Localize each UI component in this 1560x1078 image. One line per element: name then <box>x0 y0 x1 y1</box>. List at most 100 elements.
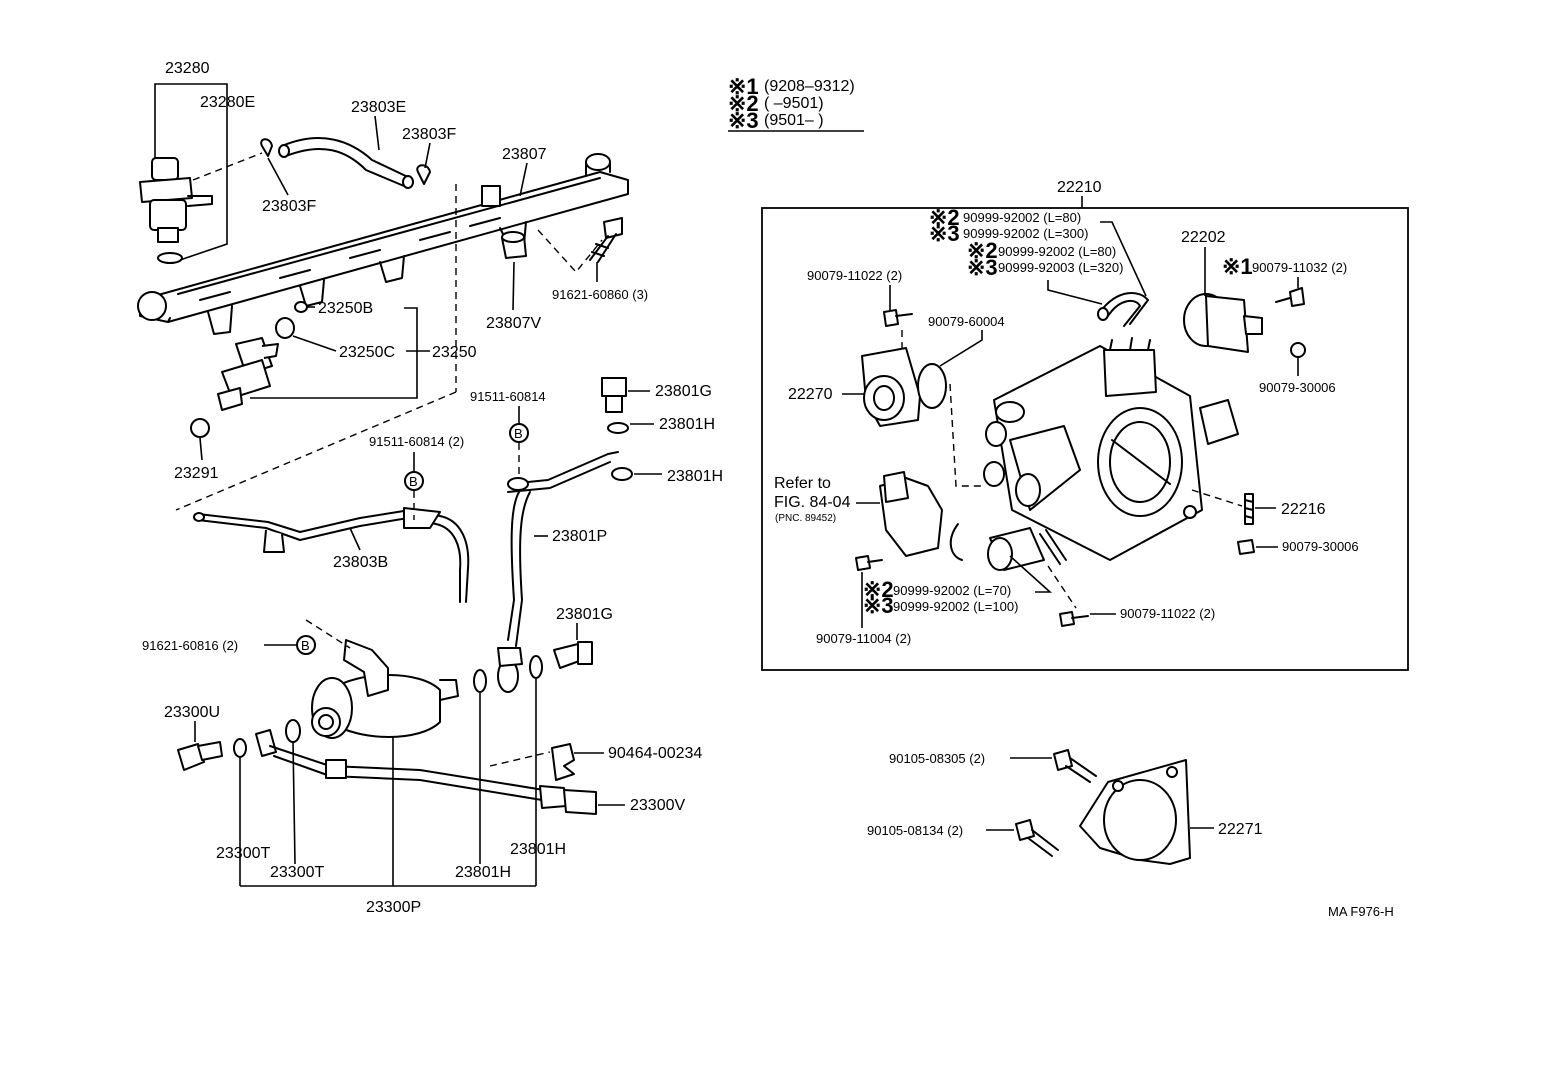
label-90079-60004: 90079-60004 <box>928 314 1005 329</box>
switch-ref-84-04-drawing <box>879 471 963 561</box>
sensor-22270-drawing <box>861 347 947 427</box>
bolt-23300U-drawing <box>177 719 301 771</box>
hose-90999-drawing <box>1097 291 1149 327</box>
label-90079-11032: 90079-11032 (2) <box>1252 260 1347 275</box>
label-23300T-a: 23300T <box>216 845 270 862</box>
label-22271: 22271 <box>1218 821 1263 838</box>
label-90999-l320: 90999-92003 (L=320) <box>998 260 1123 275</box>
label-23291: 23291 <box>174 465 219 482</box>
fuel-rail-drawing <box>137 153 629 335</box>
label-23803F-left: 23803F <box>262 198 316 215</box>
label-23280: 23280 <box>165 60 210 77</box>
legend-range-3: (9501– ) <box>764 112 824 129</box>
screw-90079-11022-upper-drawing <box>883 309 913 327</box>
label-23250: 23250 <box>432 344 477 361</box>
mark-1: ※1 <box>1222 254 1253 279</box>
pipe-23803B-drawing <box>193 507 470 603</box>
label-23801H-a: 23801H <box>659 416 715 433</box>
screw-90079-11032-drawing <box>1275 287 1305 307</box>
label-91621-60816: 91621-60816 (2) <box>142 638 238 653</box>
b-mark-2: B <box>514 426 523 441</box>
bolt-91621-60860-drawing <box>589 217 623 263</box>
mark-3-a: ※3 <box>929 221 960 246</box>
label-90999-l80b: 90999-92002 (L=80) <box>998 244 1116 259</box>
label-90999-l70: 90999-92002 (L=70) <box>893 583 1011 598</box>
label-23280E: 23280E <box>200 94 255 111</box>
gasket-22271-drawing <box>1079 759 1191 865</box>
nut-90079-30006-upper-drawing <box>1290 342 1306 358</box>
variant-legend: ※1 (9208–9312) ※2 ( –9501) ※3 (9501– ) <box>728 74 864 133</box>
label-90105-08134: 90105-08134 (2) <box>867 823 963 838</box>
union-bolt-bottom-drawing <box>553 641 593 669</box>
label-23801G-bottom: 23801G <box>556 606 613 623</box>
stud-22216-drawing <box>1244 493 1254 525</box>
label-23803E: 23803E <box>351 99 406 116</box>
label-23300V: 23300V <box>630 797 685 814</box>
legend-mark-1: ※1 <box>728 74 759 99</box>
mark-3-b: ※3 <box>967 255 998 280</box>
injector-drawing <box>190 301 308 438</box>
label-23300P: 23300P <box>366 899 421 916</box>
label-90105-08305: 90105-08305 (2) <box>889 751 985 766</box>
legend-mark-2: ※2 <box>728 91 759 116</box>
label-23801H-c: 23801H <box>510 841 566 858</box>
label-22270: 22270 <box>788 386 833 403</box>
pipe-23801P-drawing <box>497 451 619 693</box>
label-90079-11004: 90079-11004 (2) <box>816 631 911 646</box>
hose-23300V-drawing <box>269 743 597 815</box>
label-23300T-b: 23300T <box>270 864 324 881</box>
label-23801H-b: 23801H <box>667 468 723 485</box>
refer-fig-text: FIG. 84-04 <box>774 494 851 511</box>
label-91511-60814-2: 91511-60814 (2) <box>369 434 464 449</box>
screw-90079-11004-drawing <box>855 555 883 571</box>
legend-range-1: (9208–9312) <box>764 78 855 95</box>
b-mark-1: B <box>409 474 418 489</box>
label-91621-60860: 91621-60860 (3) <box>552 287 648 302</box>
label-90079-30006-upper: 90079-30006 <box>1259 380 1336 395</box>
label-90079-30006-lower: 90079-30006 <box>1282 539 1359 554</box>
label-90079-11022-upper: 90079-11022 (2) <box>807 268 902 283</box>
label-23801G-top: 23801G <box>655 383 712 400</box>
label-90999-l100: 90999-92002 (L=100) <box>893 599 1018 614</box>
label-23300U: 23300U <box>164 704 220 721</box>
label-23801H-d: 23801H <box>455 864 511 881</box>
refer-to-text: Refer to <box>774 475 831 492</box>
label-90999-l300: 90999-92002 (L=300) <box>963 226 1088 241</box>
mark-3-c: ※3 <box>863 593 894 618</box>
b-mark-3: B <box>301 638 310 653</box>
pressure-regulator-drawing <box>139 157 213 264</box>
refer-pnc-text: (PNC. 89452) <box>775 513 836 524</box>
screw-90079-11022-lower-drawing <box>1059 611 1089 627</box>
union-bolt-top-drawing <box>601 377 633 481</box>
legend-mark-3: ※3 <box>728 108 759 133</box>
dashpot-22202-drawing <box>1183 293 1263 353</box>
bolt-90105-08305-drawing <box>1053 749 1097 783</box>
label-23250C: 23250C <box>339 344 395 361</box>
label-90079-11022-lower: 90079-11022 (2) <box>1120 606 1215 621</box>
label-22216: 22216 <box>1281 501 1326 518</box>
label-91511-60814: 91511-60814 <box>470 389 546 404</box>
label-23250B: 23250B <box>318 300 373 317</box>
label-22210: 22210 <box>1057 179 1102 196</box>
throttle-body-group-box <box>761 207 1409 671</box>
legend-range-2: ( –9501) <box>764 95 824 112</box>
bolt-90105-08134-drawing <box>1015 819 1059 857</box>
hose-23803E-drawing <box>260 137 431 189</box>
label-23807: 23807 <box>502 146 547 163</box>
mark-2-c: ※2 <box>863 577 894 602</box>
label-23807V: 23807V <box>486 315 541 332</box>
label-23801P: 23801P <box>552 528 607 545</box>
label-90464-00234: 90464-00234 <box>608 745 702 762</box>
throttle-body-drawing <box>983 337 1239 571</box>
fuel-filter-drawing <box>311 639 543 739</box>
label-22202: 22202 <box>1181 229 1226 246</box>
figure-code: MA F976-H <box>1328 904 1394 919</box>
cap-23807V-drawing <box>501 231 527 259</box>
label-23803B: 23803B <box>333 554 388 571</box>
mark-2-a: ※2 <box>929 205 960 230</box>
label-90999-l80: 90999-92002 (L=80) <box>963 210 1081 225</box>
mark-2-b: ※2 <box>967 238 998 263</box>
nut-90079-30006-lower-drawing <box>1237 539 1255 555</box>
label-23803F-right: 23803F <box>402 126 456 143</box>
